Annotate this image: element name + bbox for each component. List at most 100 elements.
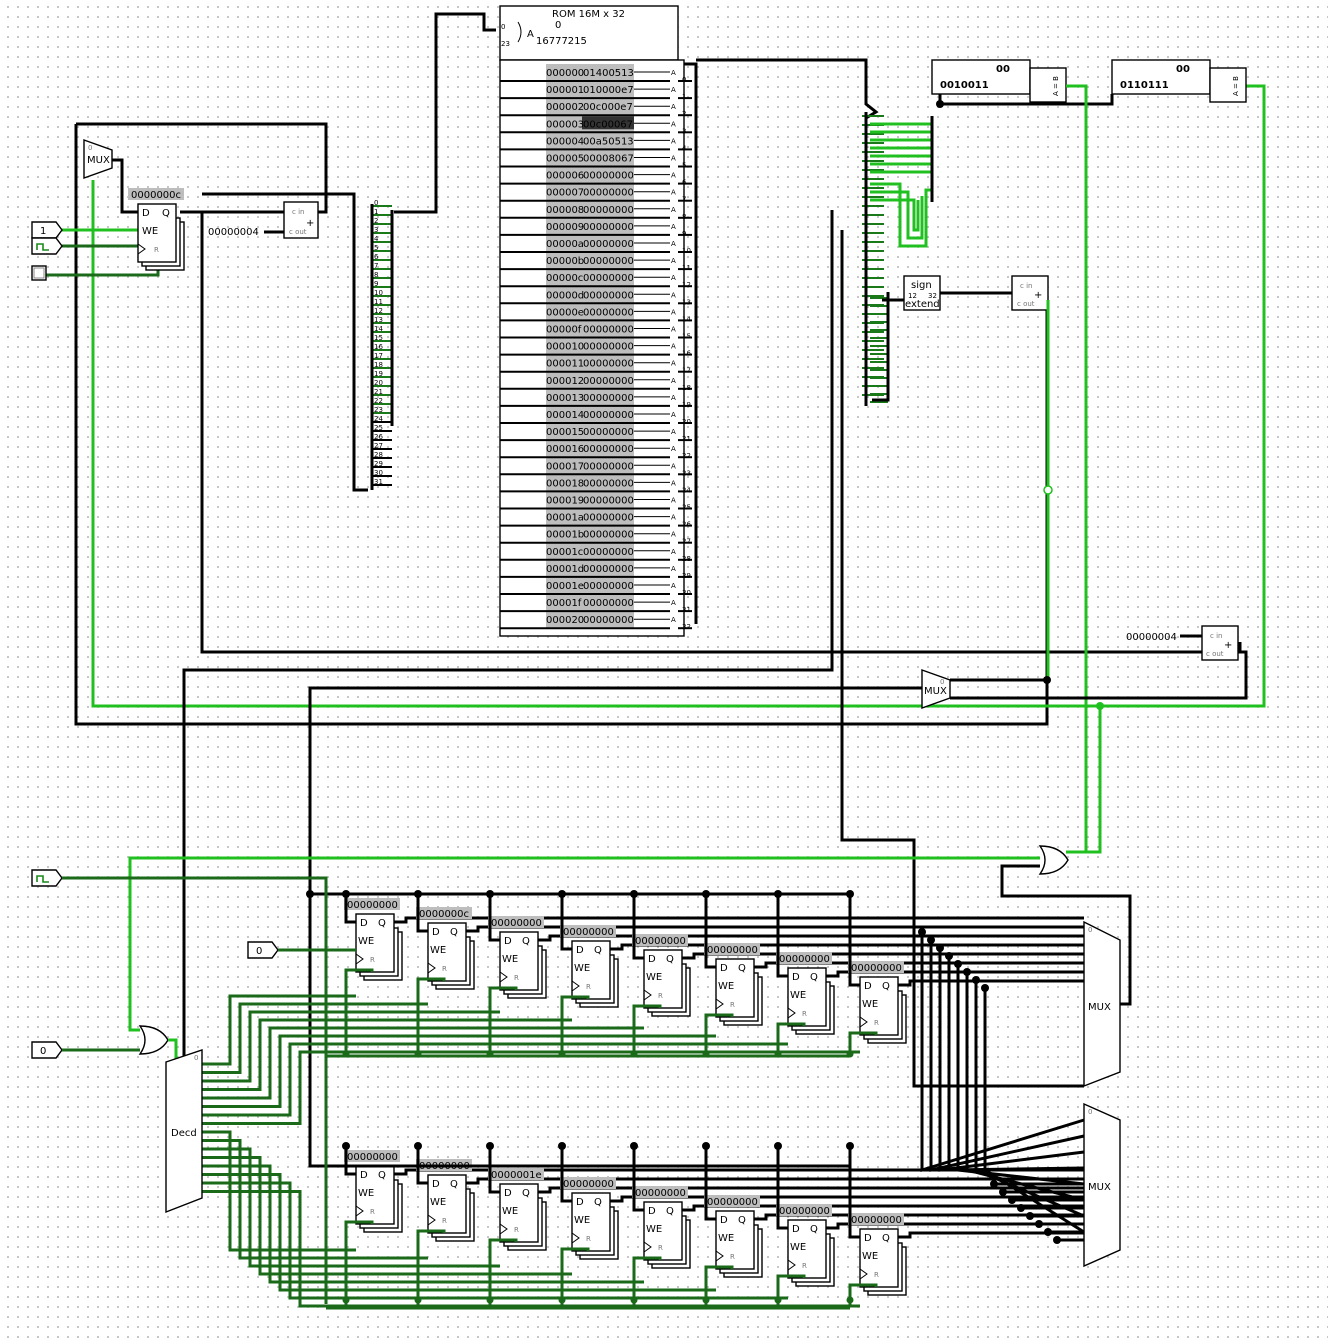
register-value: 00000000 <box>779 954 830 965</box>
rom-row-value: 00000000 <box>583 461 634 472</box>
register-value: 00000000 <box>347 1152 398 1163</box>
svg-text:R: R <box>730 1253 735 1261</box>
svg-text:7: 7 <box>374 262 378 270</box>
input-pin-2[interactable]: 0 <box>247 941 279 959</box>
input-pin-3[interactable]: 0 <box>31 1041 63 1059</box>
svg-text:6: 6 <box>374 253 379 261</box>
svg-text:13: 13 <box>374 316 383 324</box>
svg-text:23: 23 <box>374 406 383 414</box>
svg-text:Q: Q <box>594 945 602 956</box>
svg-text:extend: extend <box>905 299 940 310</box>
svg-text:D: D <box>142 208 150 219</box>
svg-text:D: D <box>432 927 440 938</box>
svg-text:R: R <box>658 1244 663 1252</box>
svg-text:Q: Q <box>378 1170 386 1181</box>
svg-text:MUX: MUX <box>924 686 947 697</box>
rom-row-value: 00000000 <box>583 342 634 353</box>
rom-row: 00001900000000A25 <box>500 496 692 512</box>
rom-row-addr: 000004 <box>546 136 584 147</box>
svg-text:WE: WE <box>502 1206 518 1217</box>
svg-text:Q: Q <box>450 927 458 938</box>
svg-text:D: D <box>720 1215 728 1226</box>
rom-row: 00001a00000000A26 <box>500 513 692 529</box>
svg-text:Q: Q <box>810 1224 818 1235</box>
input-pin-1[interactable]: 1 <box>31 221 63 239</box>
svg-text:29: 29 <box>374 460 383 468</box>
rom-row-addr: 00001e <box>546 581 584 592</box>
rom-row-addr: 000016 <box>546 444 584 455</box>
rom-row-value: 00000000 <box>583 359 634 370</box>
rom-row-addr: 000020 <box>546 615 584 626</box>
svg-text:A: A <box>527 29 534 40</box>
rom-row-addr: 000010 <box>546 342 584 353</box>
rom-row: 000001010000e7A1 <box>500 85 692 101</box>
svg-text:Q: Q <box>738 1215 746 1226</box>
svg-text:R: R <box>514 974 519 982</box>
rom-row: 00001500000000A21 <box>500 427 692 443</box>
clock-input-2[interactable] <box>31 869 63 887</box>
rom-row-value: 00000000 <box>583 410 634 421</box>
comparator-2: 00 0110111 A = B <box>1111 59 1247 103</box>
svg-text:0: 0 <box>1088 926 1092 934</box>
register-value: 00000000 <box>491 918 542 929</box>
svg-text:21: 21 <box>374 388 383 396</box>
svg-text:22: 22 <box>374 397 383 405</box>
rom-row: 00000b00000000A11 <box>500 256 692 272</box>
rom-row: 00001600000000A22 <box>500 444 692 460</box>
rom-row-value: 010000e7 <box>583 85 634 96</box>
svg-text:R: R <box>658 992 663 1000</box>
svg-text:A: A <box>671 411 676 419</box>
svg-text:R: R <box>802 1262 807 1270</box>
svg-text:D: D <box>360 1170 368 1181</box>
svg-text:0: 0 <box>555 20 561 31</box>
rom-row-addr: 00000a <box>546 239 584 250</box>
svg-text:A: A <box>671 155 676 163</box>
svg-text:WE: WE <box>358 1188 374 1199</box>
svg-text:WE: WE <box>862 1251 878 1262</box>
rom-row-addr: 00000c <box>546 273 583 284</box>
rom-row-addr: 000002 <box>546 102 584 113</box>
svg-text:Q: Q <box>882 981 890 992</box>
decoder: Decd 0 <box>165 1049 203 1214</box>
svg-text:WE: WE <box>430 1197 446 1208</box>
register-value: 00000000 <box>635 936 686 947</box>
or-gate-enable <box>138 1025 169 1055</box>
rom-row-value: 00c00067 <box>583 119 633 130</box>
rom-row-addr: 000017 <box>546 461 584 472</box>
rom-row-addr: 000000 <box>546 68 584 79</box>
rom-row-addr: 000015 <box>546 427 584 438</box>
svg-text:A: A <box>671 326 676 334</box>
svg-text:9: 9 <box>374 280 378 288</box>
svg-text:WE: WE <box>862 999 878 1010</box>
svg-text:26: 26 <box>374 433 383 441</box>
svg-text:WE: WE <box>718 1233 734 1244</box>
svg-text:A: A <box>671 616 676 624</box>
clock-input[interactable] <box>31 237 63 255</box>
rom-block: ROM 16M x 32 0 16777215 A 0 23 000000014… <box>499 5 692 637</box>
register-value: 00000000 <box>779 1206 830 1217</box>
svg-text:0110111: 0110111 <box>1120 80 1169 91</box>
svg-text:0: 0 <box>940 678 944 686</box>
comparator-1: 00 0010011 A = B <box>931 59 1067 103</box>
pc-register: 0000000c D Q WE R <box>128 188 185 271</box>
rom-row: 00000200c000e7A2 <box>500 102 692 118</box>
svg-text:0: 0 <box>501 23 505 31</box>
svg-text:+: + <box>1224 640 1232 651</box>
svg-text:A = B: A = B <box>1232 76 1240 96</box>
svg-text:R: R <box>874 1019 879 1027</box>
rom-row-addr: 00001b <box>546 530 584 541</box>
svg-text:24: 24 <box>374 415 383 423</box>
rom-row: 00000300c00067A3 <box>500 116 692 135</box>
svg-text:MUX: MUX <box>1088 1182 1111 1193</box>
reset-button[interactable] <box>31 265 47 281</box>
svg-text:Q: Q <box>882 1233 890 1244</box>
rom-row-value: 00000000 <box>583 598 634 609</box>
svg-text:A: A <box>671 189 676 197</box>
